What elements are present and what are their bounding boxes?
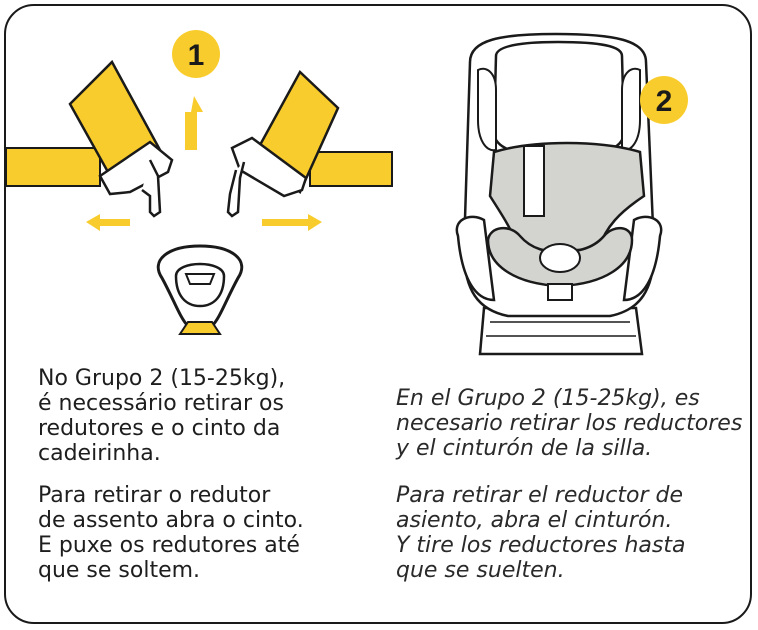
es-text-line: Y tire los reductores hasta xyxy=(396,533,686,558)
es-text-line: que se suelten. xyxy=(396,558,565,583)
seat-headrest xyxy=(492,40,626,158)
es-text-line: y el cinturón de la silla. xyxy=(396,436,653,461)
arrow-up-icon xyxy=(185,96,203,150)
left-buckle-tongue xyxy=(141,159,162,218)
pt-text-line: de assento abra o cinto. xyxy=(38,508,304,533)
left-lap-strap xyxy=(5,147,101,187)
arrow-right-icon xyxy=(262,214,322,231)
right-buckle-tongue xyxy=(226,161,246,218)
pt-text-line: E puxe os redutores até xyxy=(38,533,300,558)
es-text-line: Para retirar el reductor de xyxy=(396,483,683,508)
pt-text-line: Para retirar o redutor xyxy=(38,483,271,508)
pt-text-line: No Grupo 2 (15-25kg), xyxy=(38,366,286,391)
car-seat-illustration: 2 xyxy=(455,32,688,356)
step-2-badge: 2 xyxy=(640,76,688,124)
es-text-line: necesario retirar los reductores xyxy=(396,411,743,436)
left-buckle xyxy=(98,140,174,196)
svg-text:1: 1 xyxy=(188,39,205,72)
svg-text:2: 2 xyxy=(656,85,673,118)
pt-text-line: cadeirinha. xyxy=(38,441,161,466)
crotch-buckle xyxy=(156,244,244,335)
step-1-badge: 1 xyxy=(172,30,220,78)
es-text-line: asiento, abra el cinturón. xyxy=(396,508,673,533)
pt-text-line: é necessário retirar os xyxy=(38,391,284,416)
arrow-left-icon xyxy=(86,214,130,231)
pt-text-line: redutores e o cinto da xyxy=(38,416,281,441)
es-text-line: En el Grupo 2 (15-25kg), es xyxy=(396,386,700,411)
buckle-illustration: 1 xyxy=(5,30,393,335)
right-lap-strap xyxy=(309,151,393,187)
pt-text-line: que se soltem. xyxy=(38,558,201,583)
